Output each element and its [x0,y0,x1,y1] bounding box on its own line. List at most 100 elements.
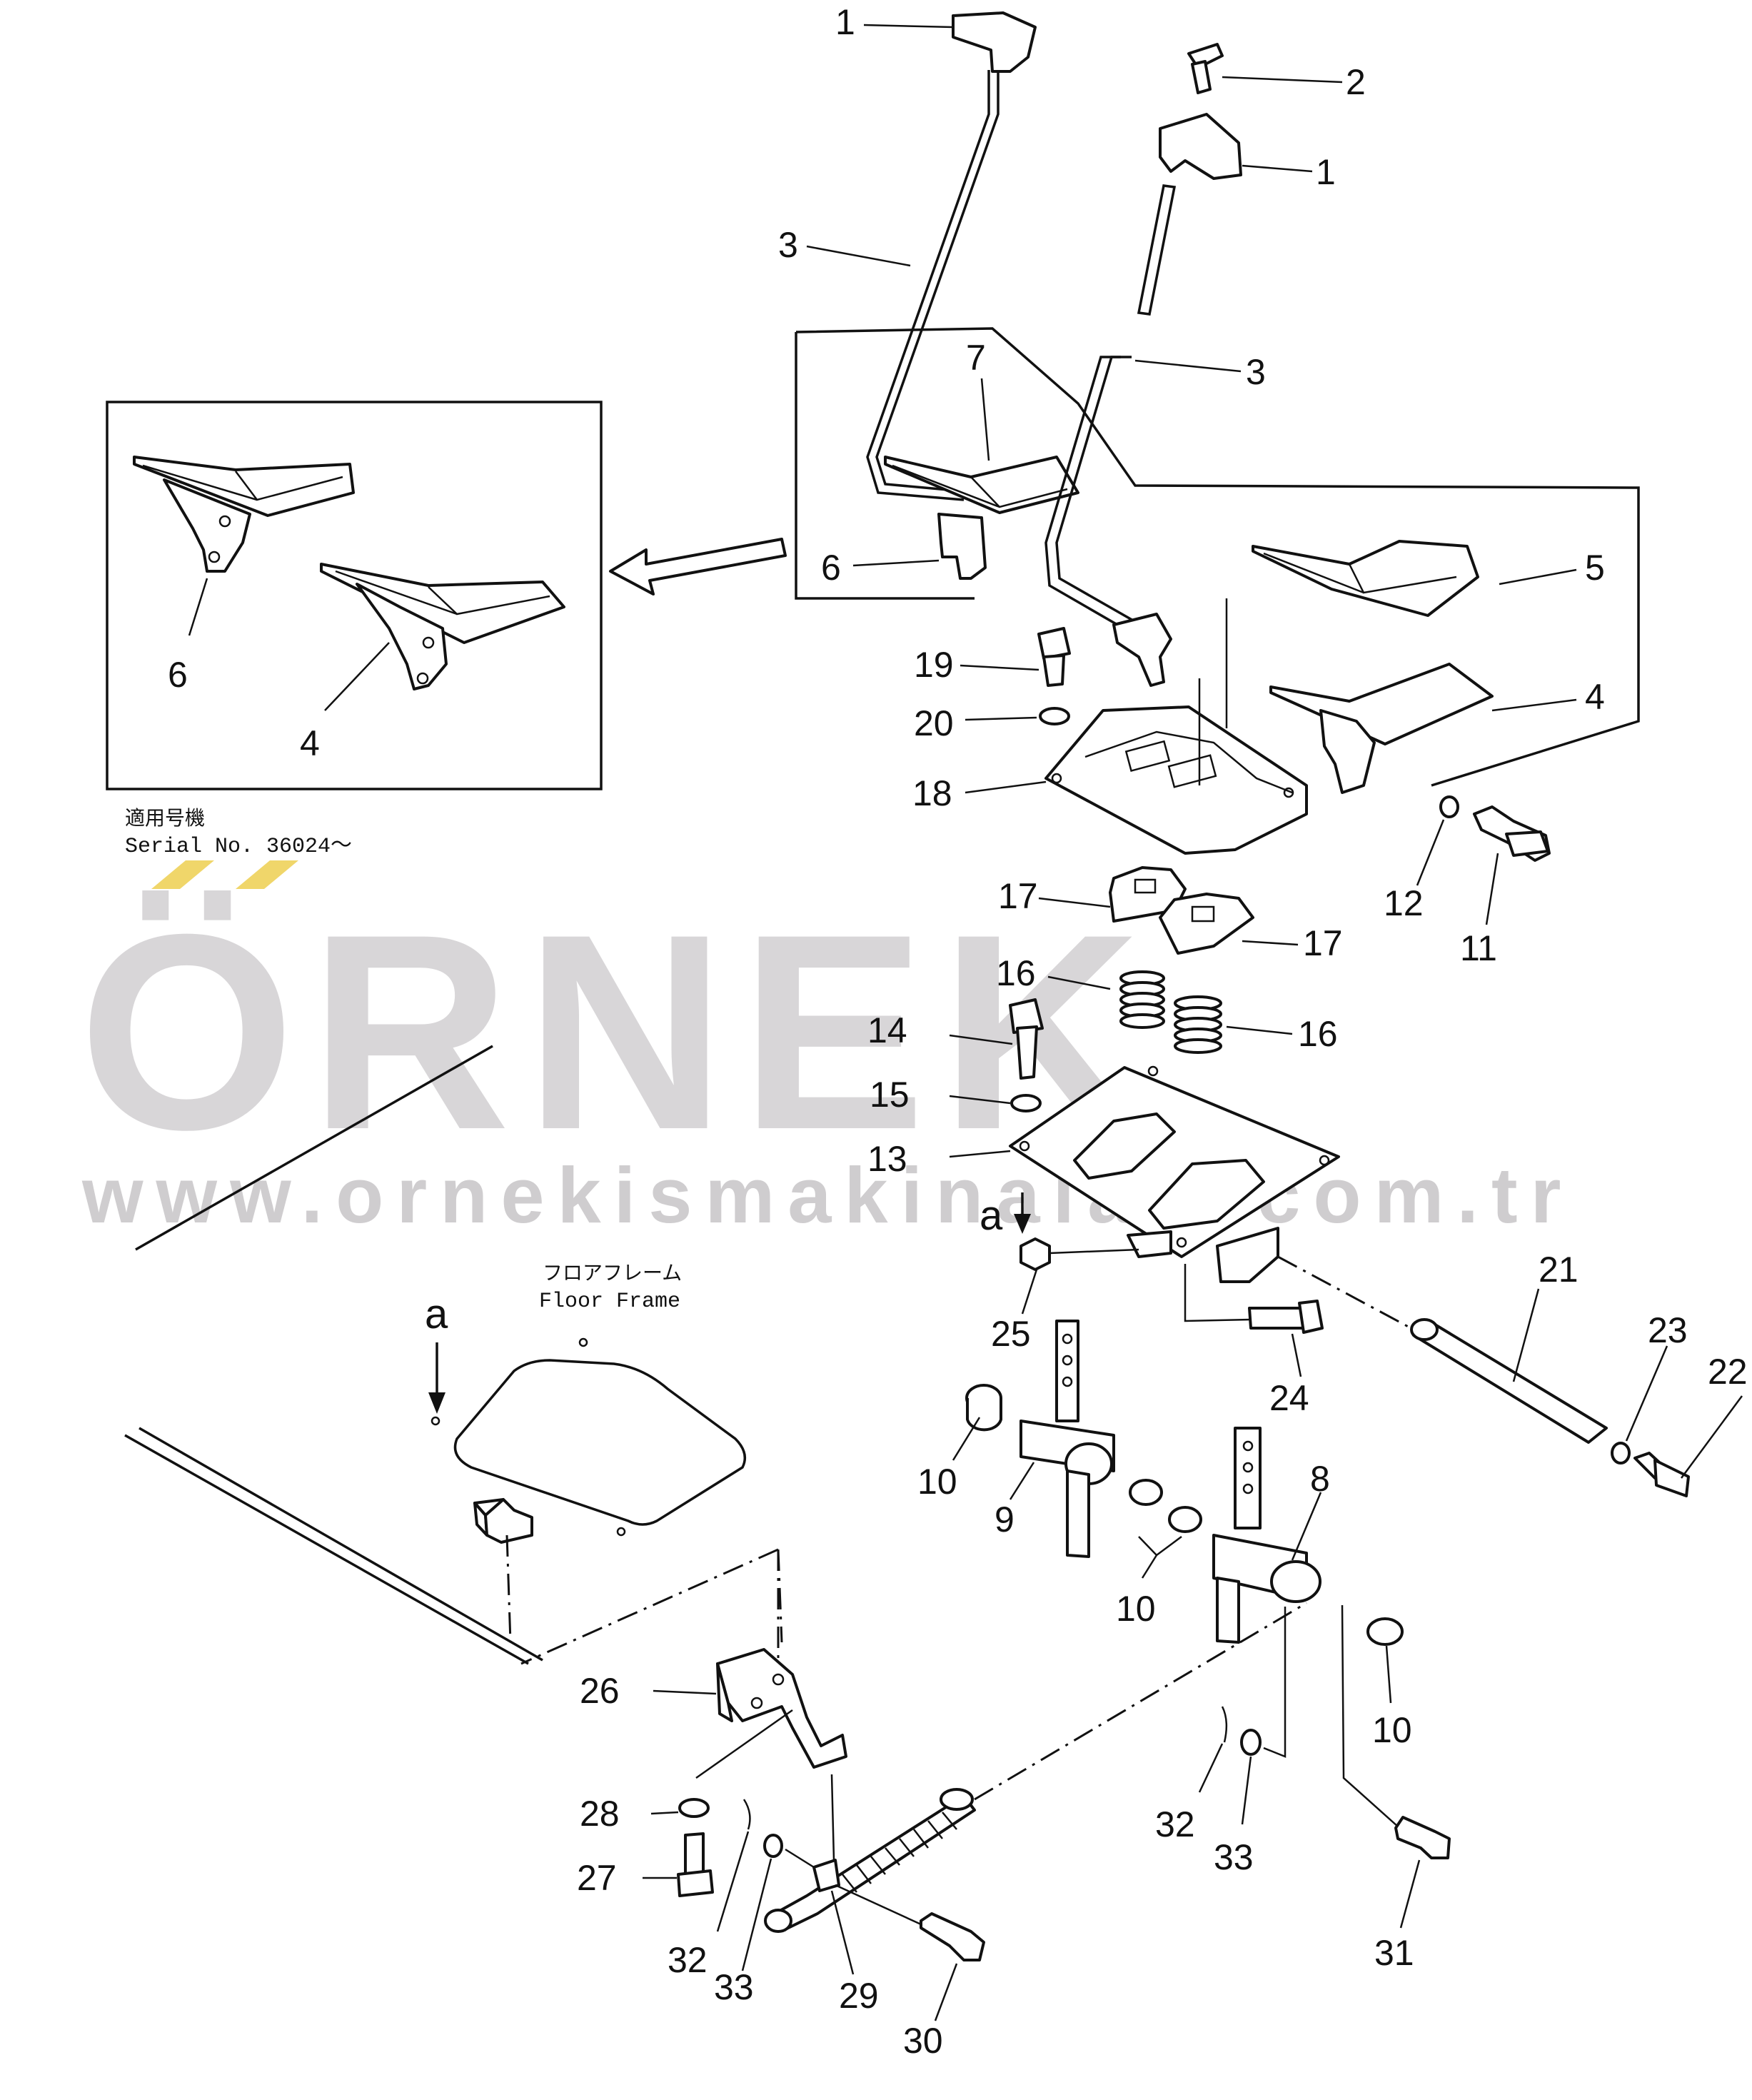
view-arrow-head [1014,1214,1031,1234]
washer-15 [1010,1094,1042,1112]
cotter-pin-32 [1221,1706,1228,1743]
callout-19: 19 [914,645,954,685]
cotter-pin-32 [742,1799,751,1830]
leader [188,578,208,636]
watermark-accent-mark [236,860,298,889]
bushing-10b [1129,1479,1202,1533]
lever-bracket [1112,613,1172,687]
watermark-url: www.ornekismakinalari.com.tr [81,1152,1574,1240]
pedal-5 [1252,540,1479,617]
lever-knob [952,11,1037,73]
guide-plate-13 [1009,1065,1340,1283]
plate-bracket [1216,1227,1279,1283]
watermark-brand: ÖRNEK [79,876,1155,1187]
callout-15: 15 [870,1075,910,1115]
callout-26: 26 [580,1671,620,1711]
callout-10: 10 [917,1462,957,1502]
bolt-11 [1473,805,1551,862]
bushing-10a [965,1384,1002,1432]
callout-10: 10 [1372,1710,1412,1750]
callout-6: 6 [168,655,188,695]
view-arrow-head [428,1392,445,1414]
callout-20: 20 [914,703,954,743]
pin-30 [920,1912,985,1961]
callout-32: 32 [668,1940,708,1980]
callout-10: 10 [1116,1589,1156,1629]
callout-27: 27 [577,1858,617,1898]
spring-16b [1174,995,1222,1054]
callout-28: 28 [580,1794,620,1834]
shaft-21 [1410,1318,1608,1444]
callout-25: 25 [991,1314,1031,1354]
bolt-22 [1633,1452,1690,1497]
center-line [1277,1255,1414,1331]
callout-8: 8 [1310,1459,1330,1499]
callout-1: 1 [1316,152,1336,192]
callout-17: 17 [998,876,1038,916]
callout-29: 29 [839,1976,879,2016]
serial-inset: 6 4 適用号機 Serial No. 36024～ [106,401,603,859]
leader [1263,1607,1287,1758]
callout-9: 9 [995,1499,1015,1539]
leader [695,1709,793,1779]
callout-16: 16 [996,953,1036,993]
washer-33 [1240,1729,1262,1756]
callout-22: 22 [1708,1352,1748,1392]
plate-slot [1073,1112,1176,1180]
callout-17: 17 [1303,923,1343,963]
bracket-26 [716,1648,847,1769]
shoe-17b [1159,893,1254,955]
view-mark-a: a [980,1192,1003,1239]
lever-right [1044,113,1242,687]
leader [835,1884,922,1926]
cover-18 [1044,705,1308,855]
inset-frame [106,401,603,790]
pedal-bracket [1319,709,1376,794]
screw-2 [1187,43,1224,94]
spring-16a [1119,970,1165,1029]
plate-slot [1148,1159,1265,1230]
callout-labels: 1 2 1 3 3 7 6 5 4 19 20 18 12 11 17 17 1… [577,2,1748,2061]
washer-28 [678,1798,710,1818]
washer-20 [1039,707,1070,725]
callout-1: 1 [835,2,855,42]
callout-12: 12 [1384,883,1424,923]
callout-18: 18 [912,773,952,813]
washer-33 [763,1834,783,1858]
lever-8 [1212,1427,1321,1644]
watermark-accent-mark [151,860,214,889]
callout-31: 31 [1374,1933,1414,1973]
pin-31 [1394,1816,1451,1859]
inset-pedal-6 [133,456,355,573]
leader-lines [643,24,1743,2021]
floor-frame-label-jp: フロアフレーム [543,1261,682,1285]
callout-7: 7 [966,338,986,378]
callout-3: 3 [778,225,798,265]
direction-arrow [609,538,787,596]
callout-32: 32 [1155,1804,1195,1844]
nut-25 [1020,1237,1051,1271]
bolt-14 [1009,998,1044,1080]
callout-21: 21 [1539,1250,1579,1290]
callout-16: 16 [1298,1014,1338,1054]
center-line [974,1602,1307,1801]
callout-33: 33 [714,1967,754,2007]
view-mark-a: a [425,1291,448,1337]
rod-29 [764,1788,976,1933]
floor-frame [124,1045,783,1665]
callout-4: 4 [300,723,320,763]
pedal-4 [1269,663,1494,794]
callout-14: 14 [867,1010,907,1050]
callout-4: 4 [1585,677,1605,717]
watermark: ÖRNEK www.ornekismakinalari.com.tr [79,860,1574,1240]
leader [1184,1264,1252,1322]
washer-12 [1439,795,1459,818]
callout-13: 13 [867,1139,907,1179]
inset-pedal-4 [320,563,565,690]
callout-6: 6 [821,548,841,588]
bushing-10c [1366,1617,1404,1646]
serial-label-en: Serial No. 36024～ [125,835,352,859]
assembly-box-left [795,332,975,600]
